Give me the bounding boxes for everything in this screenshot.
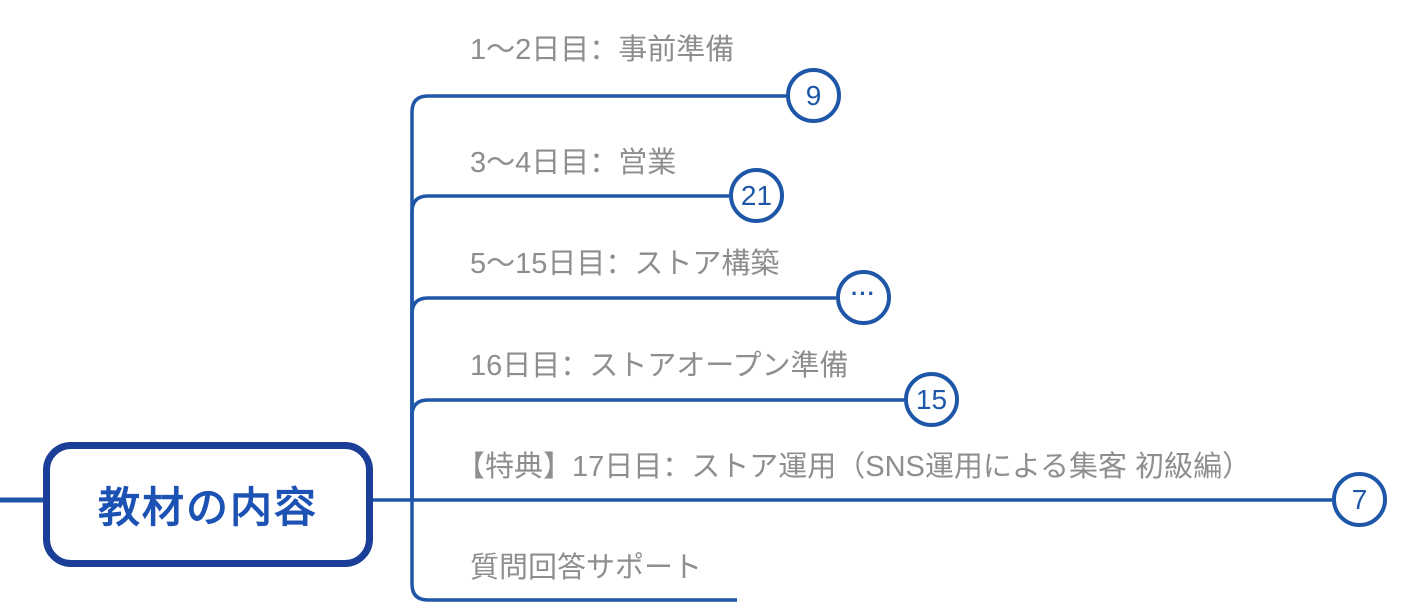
branch-topic-1[interactable]: 1～2日目：事前準備 [470,34,735,66]
root-topic-node[interactable]: 教材の内容 [43,442,373,567]
branch-connector-6 [410,500,737,602]
branch-topic-5[interactable]: 【特典】17日目：ストア運用（SNS運用による集客 初級編） [456,451,1252,483]
branch-connector-3 [410,296,836,500]
child-count-badge-2[interactable]: 21 [729,168,784,223]
child-count-badge-5[interactable]: 7 [1332,472,1387,527]
child-count-badge-1[interactable]: 9 [786,68,841,123]
branch-topic-3[interactable]: 5～15日目：ストア構築 [470,248,780,280]
collapsed-ellipsis-badge-3[interactable]: ··· [836,270,891,325]
branch-connector-1 [410,94,787,500]
branch-connector-4 [410,398,904,500]
branch-topic-6[interactable]: 質問回答サポート [470,552,703,584]
root-topic-label: 教材の内容 [97,484,318,531]
child-count-badge-4[interactable]: 15 [904,372,959,427]
branch-topic-4[interactable]: 16日目：ストアオープン準備 [470,350,849,382]
branch-topic-2[interactable]: 3～4日目：営業 [470,147,677,179]
branch-connector-2 [410,194,729,500]
